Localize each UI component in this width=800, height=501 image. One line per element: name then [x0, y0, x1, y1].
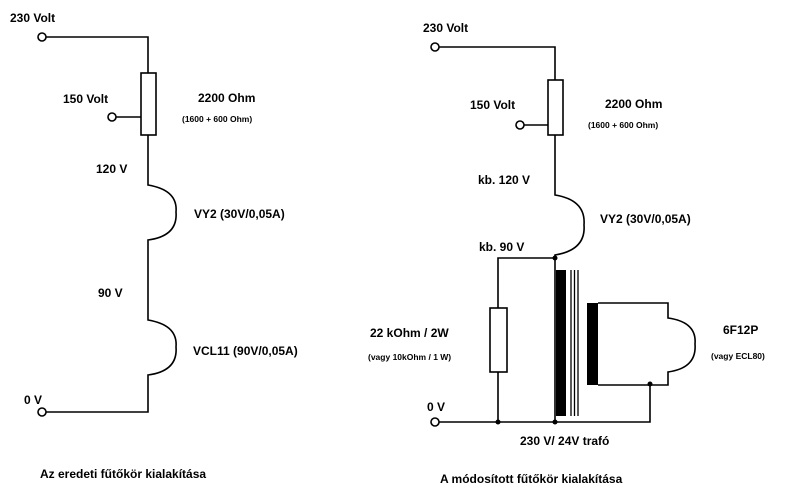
tap-terminal: [515, 120, 525, 130]
resistor-detail: (1600 + 600 Ohm): [182, 114, 252, 124]
tube2-label: 6F12P: [723, 323, 758, 337]
right-circuit: 230 Volt 150 Volt 2200 Ohm (1600 + 600 O…: [368, 21, 765, 486]
wire: [497, 257, 555, 422]
junction-dot: [647, 381, 653, 387]
tube2-label: VCL11 (90V/0,05A): [193, 344, 298, 358]
shunt-resistor-value: 22 kOhm / 2W: [370, 326, 449, 340]
transformer-core: [570, 270, 579, 416]
shunt-resistor: [489, 307, 508, 373]
tube1-label: VY2 (30V/0,05A): [194, 207, 285, 221]
resistor-value: 2200 Ohm: [605, 97, 662, 111]
node1-label: 120 V: [96, 162, 127, 176]
wire: [554, 135, 585, 258]
resistor-detail: (1600 + 600 Ohm): [588, 120, 658, 130]
tube-heater: [598, 302, 696, 386]
right-caption: A módosított fűtőkör kialakítása: [440, 472, 623, 486]
tube2-alt: (vagy ECL80): [711, 351, 765, 361]
shunt-resistor-alt: (vagy 10kOhm / 1 W): [368, 352, 451, 362]
ground-label: 0 V: [24, 393, 42, 407]
left-caption: Az eredeti fűtőkör kialakítása: [40, 467, 206, 481]
node2-label: kb. 90 V: [479, 240, 524, 254]
junction-dot: [552, 419, 558, 425]
node2-label: 90 V: [98, 286, 123, 300]
wire: [439, 46, 556, 80]
wire: [46, 135, 177, 413]
junction-dot: [552, 255, 558, 261]
tap-terminal: [107, 112, 117, 122]
resistor-value: 2200 Ohm: [198, 91, 255, 105]
potentiometer: [140, 72, 157, 136]
tap-label: 150 Volt: [470, 98, 515, 112]
transformer-label: 230 V/ 24V trafó: [520, 434, 609, 448]
ground-terminal: [430, 417, 440, 427]
wire: [46, 36, 149, 73]
ground-label: 0 V: [427, 400, 445, 414]
input-terminal: [430, 42, 440, 52]
transformer-secondary: [587, 303, 598, 385]
left-circuit: 230 Volt 150 Volt 2200 Ohm (1600 + 600 O…: [10, 11, 298, 481]
tap-label: 150 Volt: [63, 92, 108, 106]
transformer-primary: [556, 270, 566, 416]
potentiometer: [547, 79, 564, 136]
input-terminal: [37, 32, 47, 42]
input-label: 230 Volt: [423, 21, 468, 35]
junction-dot: [495, 419, 501, 425]
wire: [439, 384, 651, 423]
ground-terminal: [37, 407, 47, 417]
node1-label: kb. 120 V: [478, 173, 530, 187]
input-label: 230 Volt: [10, 11, 55, 25]
tube1-label: VY2 (30V/0,05A): [600, 212, 691, 226]
